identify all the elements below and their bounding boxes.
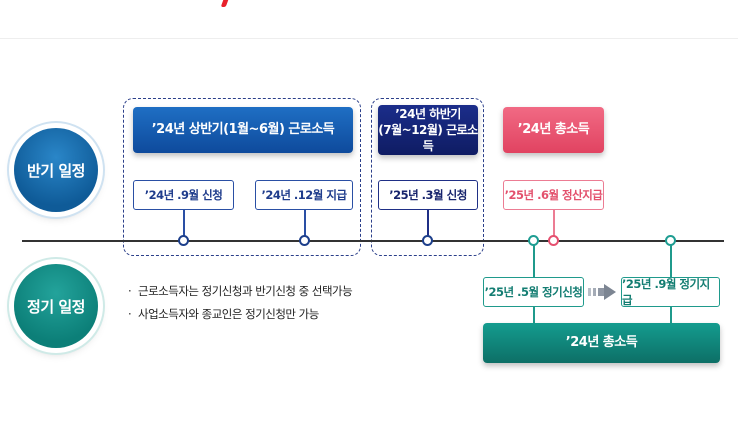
regular-total-income-text: ’24년 총소득 [565, 335, 638, 351]
timeline-marker [528, 235, 539, 246]
first-half-apply-text: ’24년 .9월 신청 [144, 188, 223, 202]
connector-line [304, 209, 306, 241]
regular-pay-text: ’25년 .9월 정기지급 [622, 277, 710, 307]
timeline-marker [548, 235, 559, 246]
semiannual-schedule-badge: 반기 일정 [14, 128, 98, 212]
note-line-1: · 근로소득자는 정기신청과 반기신청 중 선택가능 [128, 284, 428, 299]
regular-pay-box: ’25년 .9월 정기지급 [621, 277, 720, 307]
first-half-apply-box: ’24년 .9월 신청 [133, 180, 234, 210]
total-income-header: ’24년 총소득 [503, 107, 604, 153]
note-line-1-text: 근로소득자는 정기신청과 반기신청 중 선택가능 [138, 284, 353, 298]
total-income-header-text: ’24년 총소득 [517, 122, 590, 138]
regular-apply-text: ’25년 .5월 정기신청 [484, 285, 583, 299]
note-line-2: · 사업소득자와 종교인은 정기신청만 가능 [128, 307, 428, 322]
second-half-apply-text: ’25년 .3월 신청 [389, 188, 467, 202]
timeline-marker [422, 235, 433, 246]
header-divider [0, 38, 738, 39]
first-half-group [123, 98, 361, 256]
first-half-pay-text: ’24년 .12월 지급 [261, 188, 347, 202]
connector-line [183, 209, 185, 241]
timeline-marker [299, 235, 310, 246]
first-half-header: ’24년 상반기(1월~6월) 근로소득 [133, 107, 353, 153]
timeline-marker [665, 235, 676, 246]
second-half-header: ’24년 하반기 (7월~12월) 근로소득 [378, 105, 478, 155]
right-arrow-icon [588, 284, 616, 300]
second-half-header-line2: (7월~12월) 근로소득 [378, 122, 478, 154]
first-half-header-text: ’24년 상반기(1월~6월) 근로소득 [151, 122, 335, 138]
total-income-settle-box: ’25년 .6월 정산지급 [503, 180, 604, 210]
second-half-apply-box: ’25년 .3월 신청 [378, 180, 478, 210]
second-half-header-line1: ’24년 하반기 [395, 106, 461, 121]
second-half-group [371, 98, 484, 256]
bullet: · [128, 307, 132, 321]
timeline-marker [178, 235, 189, 246]
timeline-axis [22, 240, 724, 242]
first-half-pay-box: ’24년 .12월 지급 [255, 180, 353, 210]
connector-line [553, 209, 555, 241]
semiannual-schedule-label: 반기 일정 [27, 161, 85, 180]
brand-mark [220, 0, 229, 7]
regular-total-income-bar: ’24년 총소득 [483, 323, 720, 363]
regular-apply-box: ’25년 .5월 정기신청 [483, 277, 584, 307]
regular-schedule-label: 정기 일정 [27, 297, 85, 316]
note-line-2-text: 사업소득자와 종교인은 정기신청만 가능 [138, 307, 319, 321]
regular-schedule-badge: 정기 일정 [14, 264, 98, 348]
connector-line [427, 209, 429, 241]
bullet: · [128, 284, 132, 298]
total-income-settle-text: ’25년 .6월 정산지급 [504, 188, 603, 202]
